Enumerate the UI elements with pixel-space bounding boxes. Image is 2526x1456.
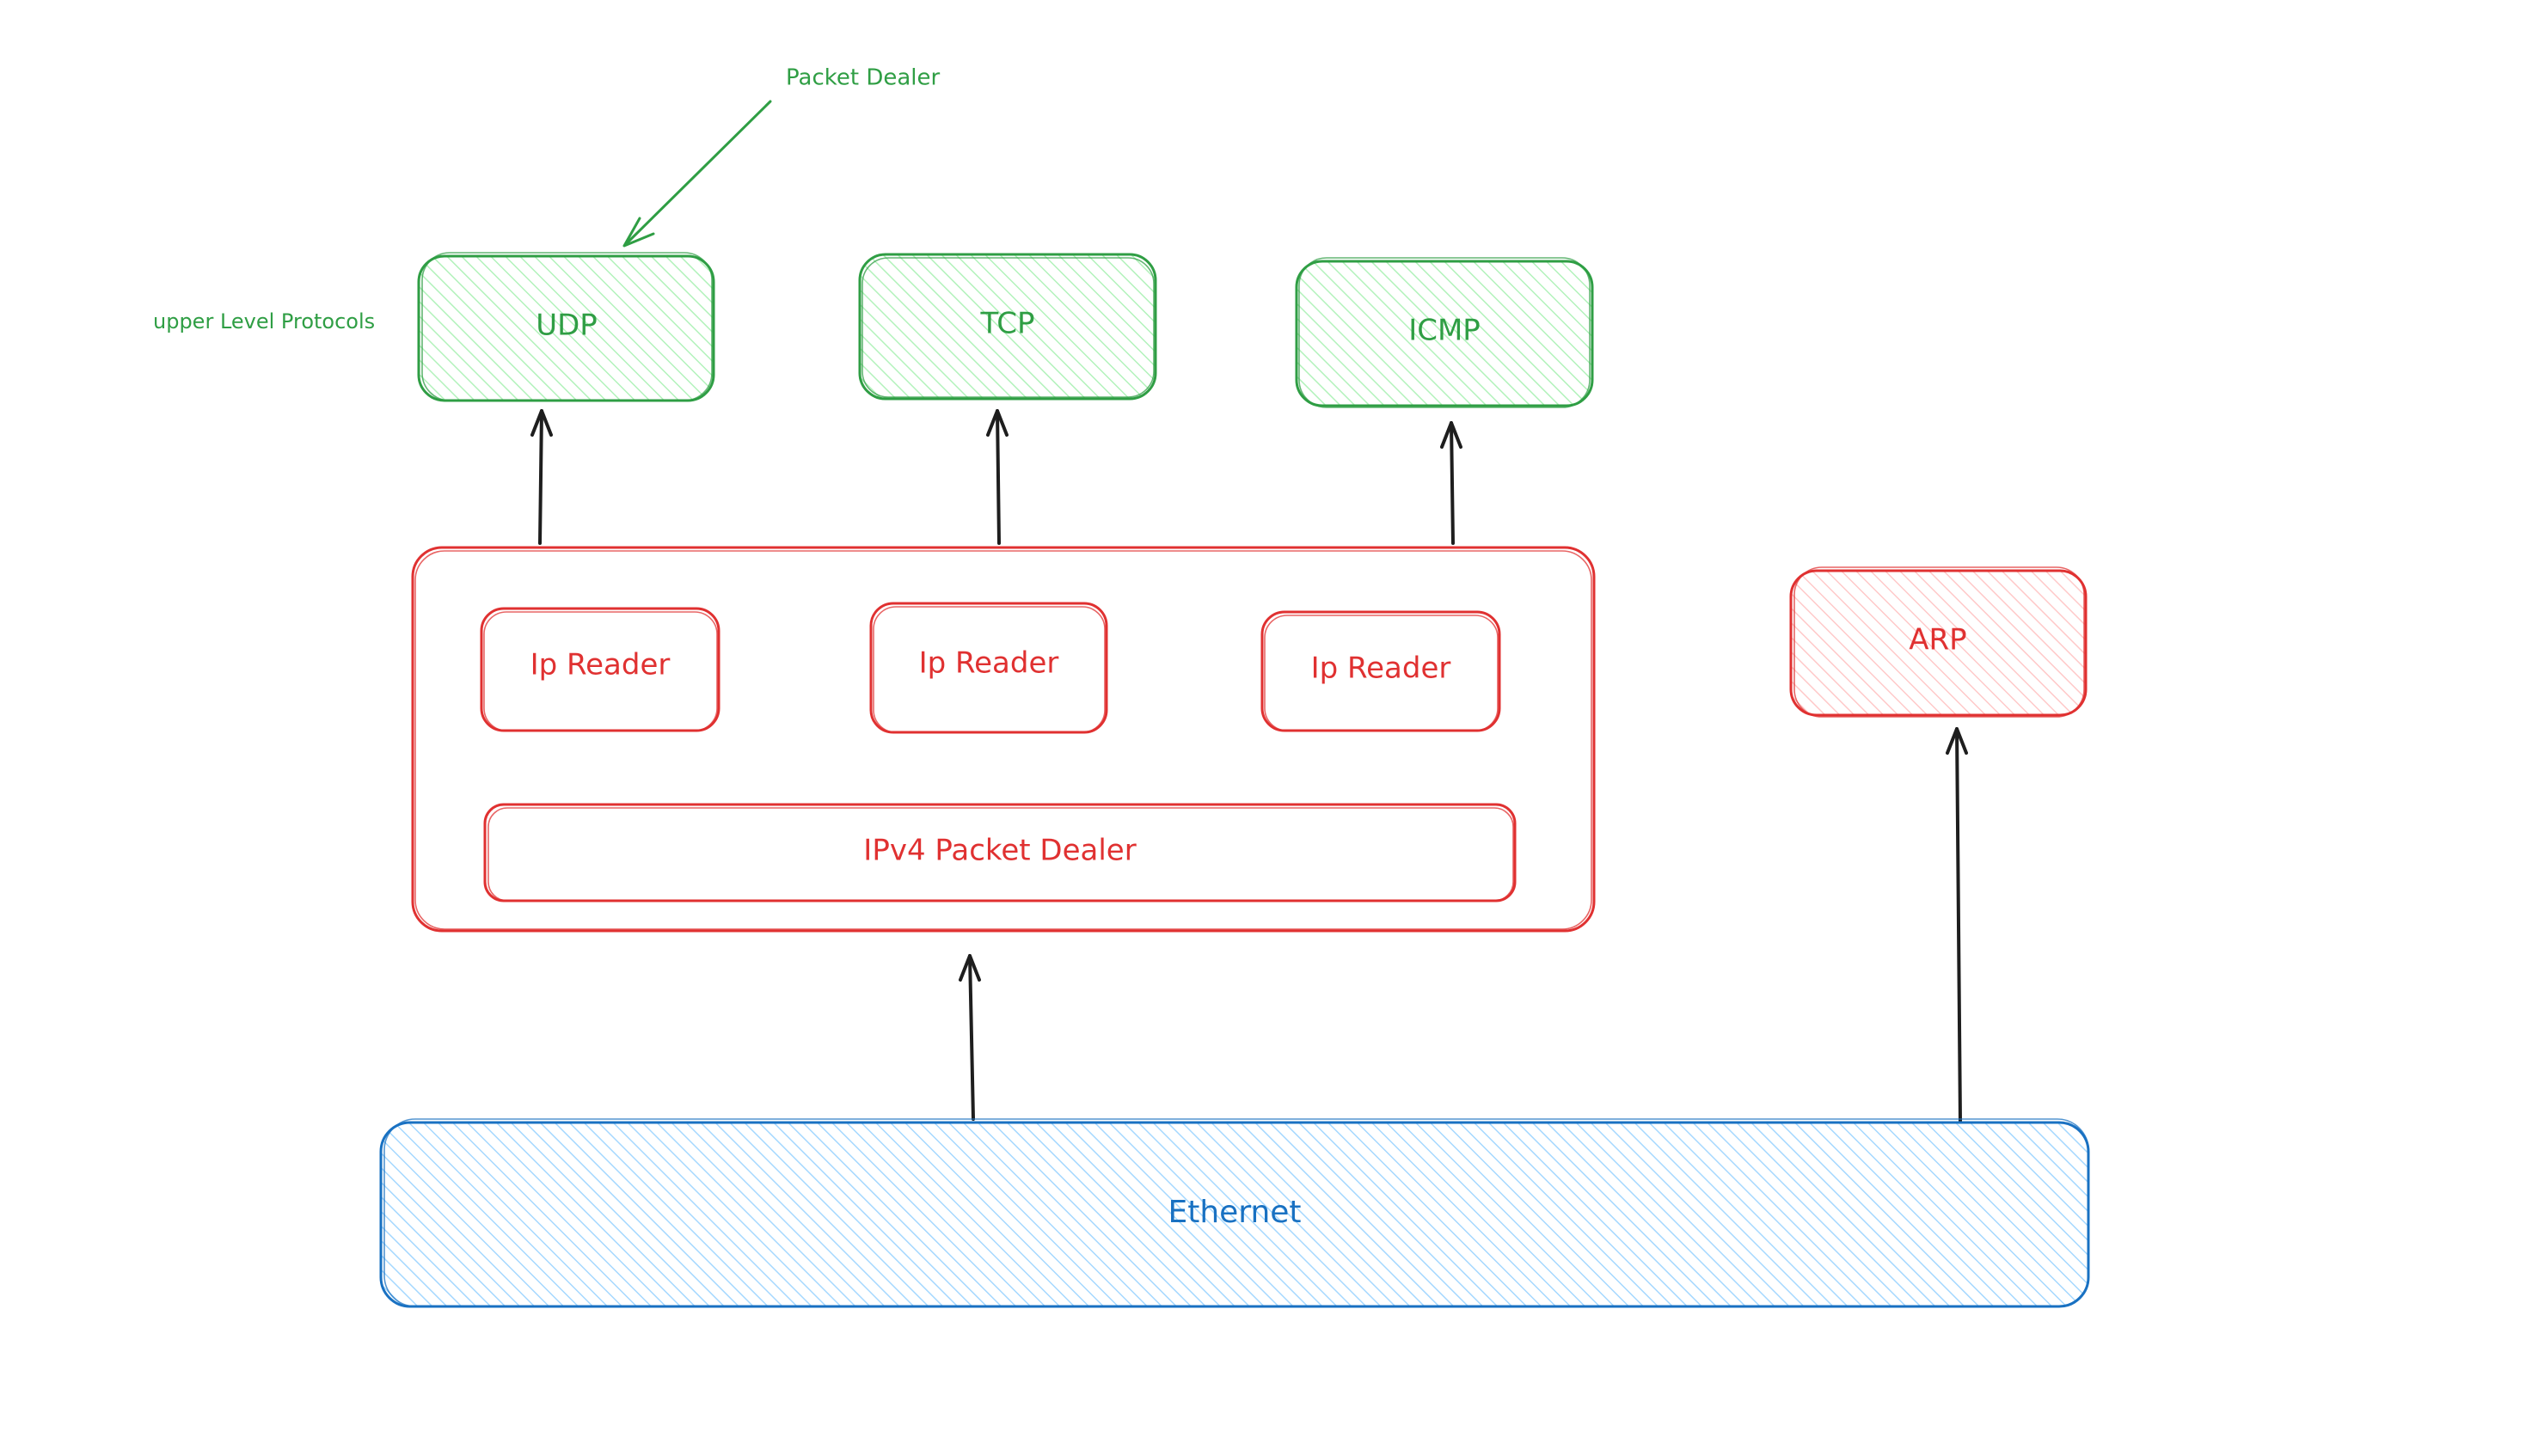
ethernet-box: Ethernet	[379, 1118, 2090, 1308]
arrow-ipv4-to-icmp	[1440, 421, 1462, 545]
tcp-label: TCP	[979, 307, 1034, 341]
ip-reader-label-1: Ip Reader	[530, 648, 671, 682]
arrow-ipv4-to-tcp	[986, 409, 1009, 545]
ethernet-label: Ethernet	[1168, 1195, 1301, 1230]
icmp-box: ICMP	[1295, 257, 1594, 408]
packet-dealer-note: Packet Dealer	[786, 65, 940, 91]
ipv4-packet-dealer-box: IPv4 Packet Dealer	[483, 803, 1517, 902]
ipv4-packet-dealer-label: IPv4 Packet Dealer	[863, 834, 1136, 868]
icmp-label: ICMP	[1408, 314, 1481, 348]
arp-label: ARP	[1909, 623, 1966, 658]
arrow-ethernet-to-arp	[1946, 727, 1968, 1124]
udp-box: UDP	[417, 252, 715, 402]
ipv4-layer: Ip Reader Ip Reader Ip Reader IPv4 Packe…	[411, 546, 1596, 933]
ip-reader-box-2: Ip Reader	[869, 602, 1108, 734]
ip-reader-box-3: Ip Reader	[1260, 610, 1501, 732]
ip-reader-box-1: Ip Reader	[480, 607, 720, 732]
tcp-box: TCP	[858, 253, 1157, 401]
arrow-ethernet-to-ipv4	[959, 954, 981, 1121]
upper-level-protocols-note: upper Level Protocols	[153, 309, 375, 333]
packet-dealer-note-arrow	[622, 100, 772, 248]
ip-reader-label-3: Ip Reader	[1311, 652, 1451, 686]
ip-reader-label-2: Ip Reader	[919, 646, 1059, 681]
arrow-ipv4-to-udp	[530, 409, 553, 545]
arp-box: ARP	[1789, 566, 2088, 718]
udp-label: UDP	[536, 309, 598, 343]
